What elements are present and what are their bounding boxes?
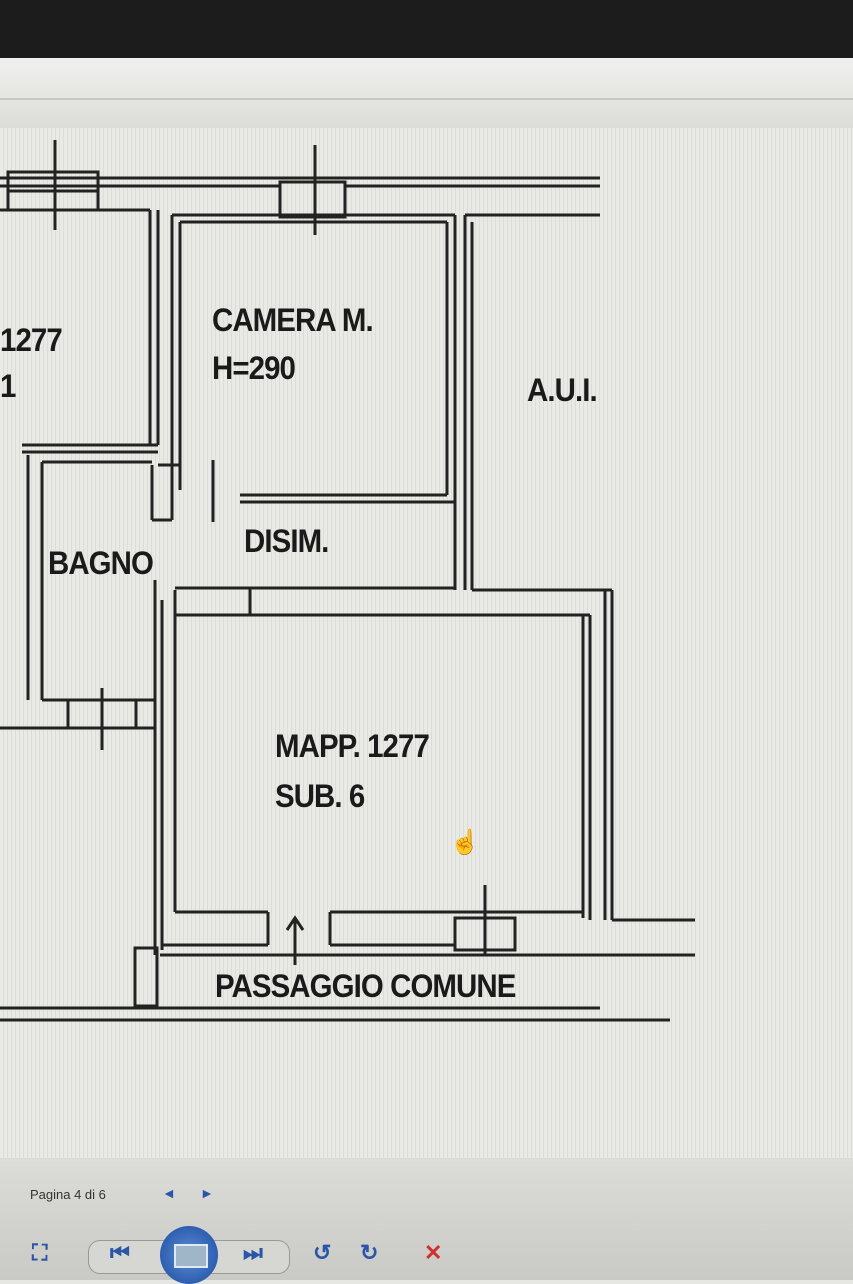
slideshow-icon (174, 1244, 208, 1268)
monitor-bezel (0, 0, 853, 58)
left-room-extra: 1 (0, 368, 16, 404)
sub-label: SUB. 6 (275, 778, 365, 814)
room-aui-label: A.U.I. (527, 372, 598, 408)
prev-page-button[interactable]: ◄ (162, 1185, 176, 1201)
rotate-left-button[interactable]: ↺ (313, 1240, 332, 1265)
document-canvas[interactable] (0, 128, 853, 1158)
slideshow-button[interactable] (160, 1226, 218, 1284)
last-page-button[interactable]: ⏭ (243, 1240, 263, 1265)
page-info: Pagina 4 di 6 (30, 1187, 106, 1202)
left-room-number: 1277 (0, 322, 63, 358)
viewer-top-bar (0, 58, 853, 128)
first-page-button[interactable]: ⏮ (110, 1240, 130, 1265)
walls (0, 140, 695, 1022)
room-camera-height: H=290 (212, 350, 296, 386)
mapp-label: MAPP. 1277 (275, 728, 430, 764)
passaggio-label: PASSAGGIO COMUNE (215, 968, 516, 1004)
next-page-button[interactable]: ► (200, 1185, 214, 1201)
hand-cursor-icon: ☝ (450, 829, 480, 856)
fit-screen-icon[interactable]: ⛶ (32, 1240, 48, 1265)
delete-button[interactable]: ✕ (424, 1240, 443, 1265)
room-bagno-label: BAGNO (48, 545, 154, 581)
room-disim-label: DISIM. (244, 523, 329, 559)
rotate-right-button[interactable]: ↻ (360, 1240, 379, 1265)
room-camera-label: CAMERA M. (212, 302, 374, 338)
